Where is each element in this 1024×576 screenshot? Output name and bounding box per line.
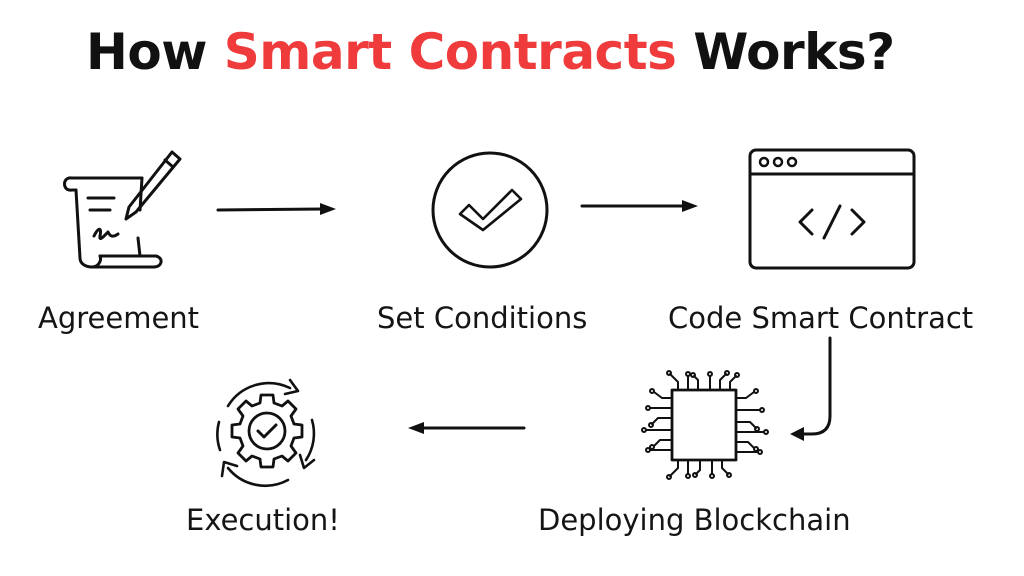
arrow-right-icon [580, 200, 698, 212]
chip-icon [641, 370, 769, 480]
title-part2: Works? [676, 23, 895, 81]
arrow-left-icon [408, 422, 526, 434]
arrow-curve-down-left-icon [790, 336, 832, 441]
step-label-set-conditions: Set Conditions [377, 301, 588, 335]
scroll-pen-icon [63, 150, 182, 269]
diagram-title: How Smart Contracts Works? [86, 22, 895, 82]
step-label-code-smart-contract: Code Smart Contract [668, 301, 974, 335]
title-part1: How [86, 23, 224, 81]
step-label-deploying-blockchain: Deploying Blockchain [538, 503, 851, 537]
step-label-agreement: Agreement [38, 301, 200, 335]
check-circle-icon [431, 151, 549, 269]
gear-check-cycle-icon [216, 378, 316, 488]
arrow-right-icon [216, 203, 336, 215]
code-window-icon [748, 148, 916, 270]
step-label-execution: Execution! [186, 503, 340, 537]
title-highlight: Smart Contracts [223, 23, 677, 81]
